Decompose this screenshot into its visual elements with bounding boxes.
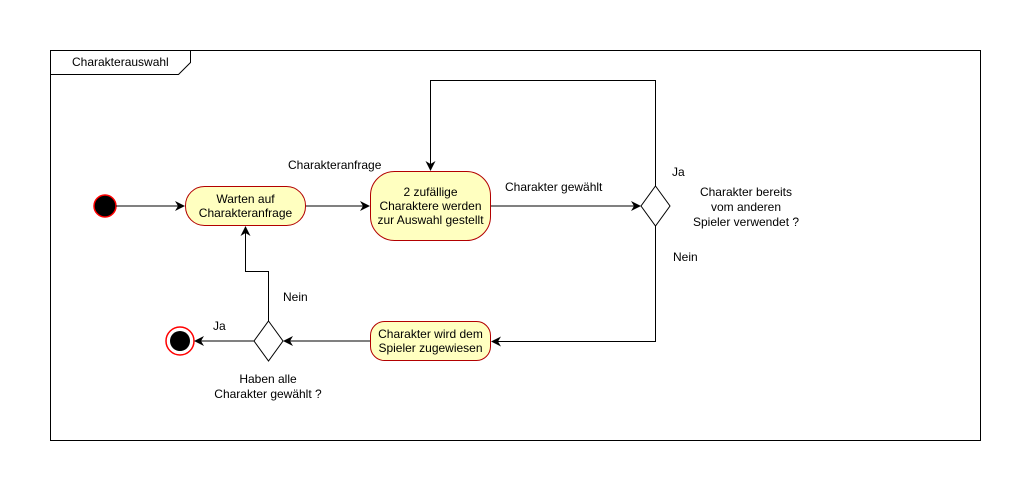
edge-decision-no-to-assign bbox=[491, 226, 656, 347]
edge-all-chosen-no-to-wait bbox=[240, 226, 269, 321]
action-assign-character bbox=[370, 321, 491, 361]
edge-label-chosen: Charakter gewählt bbox=[505, 180, 603, 194]
action-random-characters-text: 2 zufällige Charaktere werden zur Auswah… bbox=[377, 185, 484, 227]
action-wait-request-text: Warten auf Charakteranfrage bbox=[198, 192, 293, 220]
decision-already-used bbox=[640, 185, 671, 227]
decision-all-chosen-text: Haben alle Charakter gewählt ? bbox=[214, 372, 322, 401]
decision-all-chosen bbox=[253, 320, 284, 362]
edge-label-used-yes: Ja bbox=[672, 165, 685, 179]
frame-border bbox=[50, 50, 981, 441]
edge-label-all-yes: Ja bbox=[213, 319, 226, 333]
edge-label-all-no: Nein bbox=[283, 290, 308, 304]
action-wait-request bbox=[185, 186, 306, 226]
end-node-inner bbox=[170, 331, 190, 351]
edge-decision-yes-loop bbox=[425, 80, 656, 186]
start-node bbox=[93, 194, 117, 218]
action-assign-character-label: Charakter wird dem Spieler zugewiesen bbox=[371, 322, 490, 360]
frame-title: Charakterauswahl bbox=[72, 55, 169, 69]
decision-already-used-text: Charakter bereits vom anderen Spieler ve… bbox=[692, 185, 800, 229]
action-assign-character-text: Charakter wird dem Spieler zugewiesen bbox=[378, 327, 483, 355]
action-random-characters bbox=[370, 171, 491, 241]
edge-label-used-no: Nein bbox=[673, 250, 698, 264]
frame-title-tab bbox=[50, 50, 191, 75]
action-random-characters-label: 2 zufällige Charaktere werden zur Auswah… bbox=[371, 172, 490, 240]
edge-label-request: Charakteranfrage bbox=[288, 158, 382, 172]
action-wait-request-label: Warten auf Charakteranfrage bbox=[186, 187, 305, 225]
